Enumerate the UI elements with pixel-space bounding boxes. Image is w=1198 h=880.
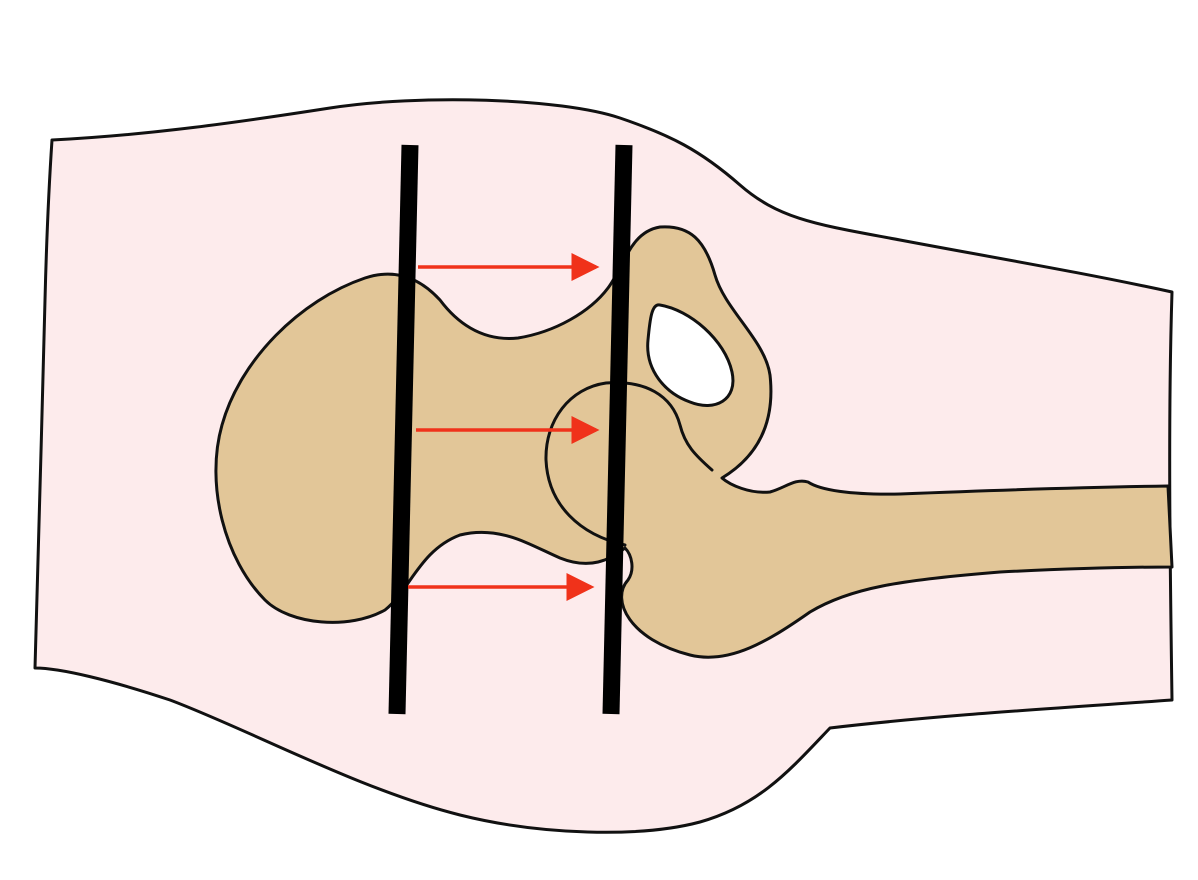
cut-line xyxy=(602,144,633,715)
cut-line xyxy=(388,144,419,715)
bone xyxy=(214,225,1174,659)
foramen xyxy=(646,303,735,407)
joint-circle xyxy=(544,381,714,547)
